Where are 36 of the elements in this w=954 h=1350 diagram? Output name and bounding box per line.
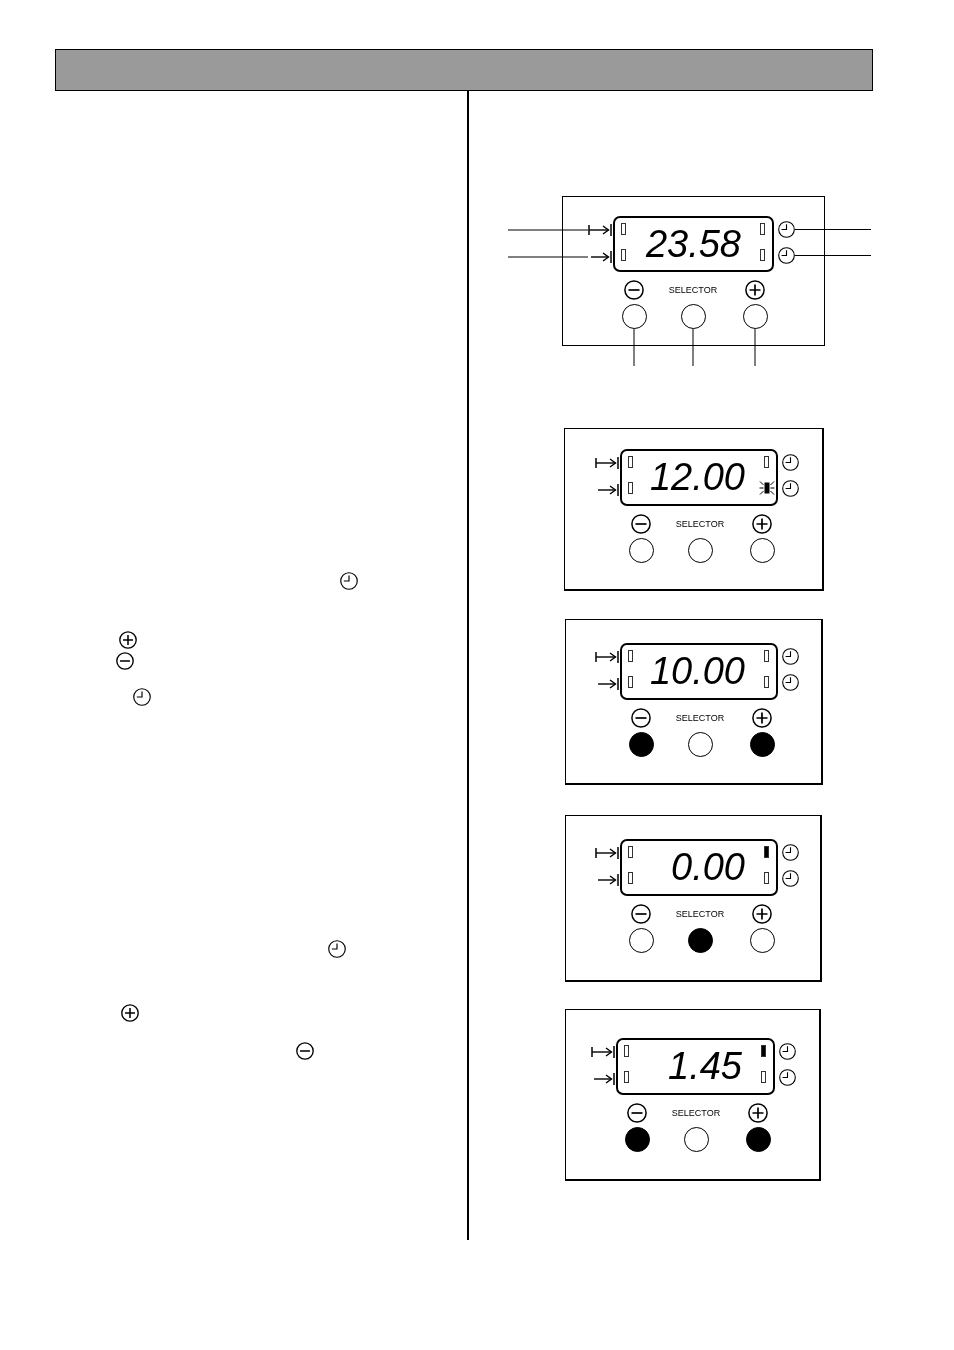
round-button [745, 1126, 771, 1152]
selector-label: SELECTOR [675, 518, 725, 530]
selector-label: SELECTOR [675, 908, 725, 920]
leader-line [633, 328, 635, 367]
lcd-digits: 10.00 [649, 649, 745, 694]
leader-line [754, 328, 756, 367]
timer-panel [565, 1009, 821, 1181]
clock-icon [778, 247, 795, 264]
round-button [624, 1126, 650, 1152]
timer-panel [564, 428, 824, 591]
lcd-digits: 23.58 [645, 222, 741, 267]
lcd-display [620, 449, 778, 506]
arrow-to-bar-icon [588, 250, 612, 264]
round-button [687, 927, 713, 953]
leader-line [692, 328, 694, 367]
lcd-digits: 1.45 [668, 1044, 742, 1089]
leader-line [507, 256, 589, 258]
lcd-display [620, 839, 778, 896]
leader-line [507, 229, 589, 231]
leader-line [794, 255, 872, 256]
leader-line [794, 229, 872, 230]
clock-icon [778, 221, 795, 238]
selector-label: SELECTOR [668, 284, 718, 296]
timer-panel [562, 196, 825, 346]
round-button [628, 731, 654, 757]
lcd-display [620, 643, 778, 700]
lcd-display [616, 1038, 775, 1095]
lcd-display [613, 216, 774, 272]
lcd-digits: 0.00 [671, 845, 745, 890]
lcd-digits: 12.00 [649, 455, 745, 500]
bar-arrow-bar-icon [588, 223, 612, 237]
selector-label: SELECTOR [675, 712, 725, 724]
round-button [749, 731, 775, 757]
timer-panel [565, 815, 822, 982]
timer-panel [565, 619, 823, 785]
selector-label: SELECTOR [671, 1107, 721, 1119]
